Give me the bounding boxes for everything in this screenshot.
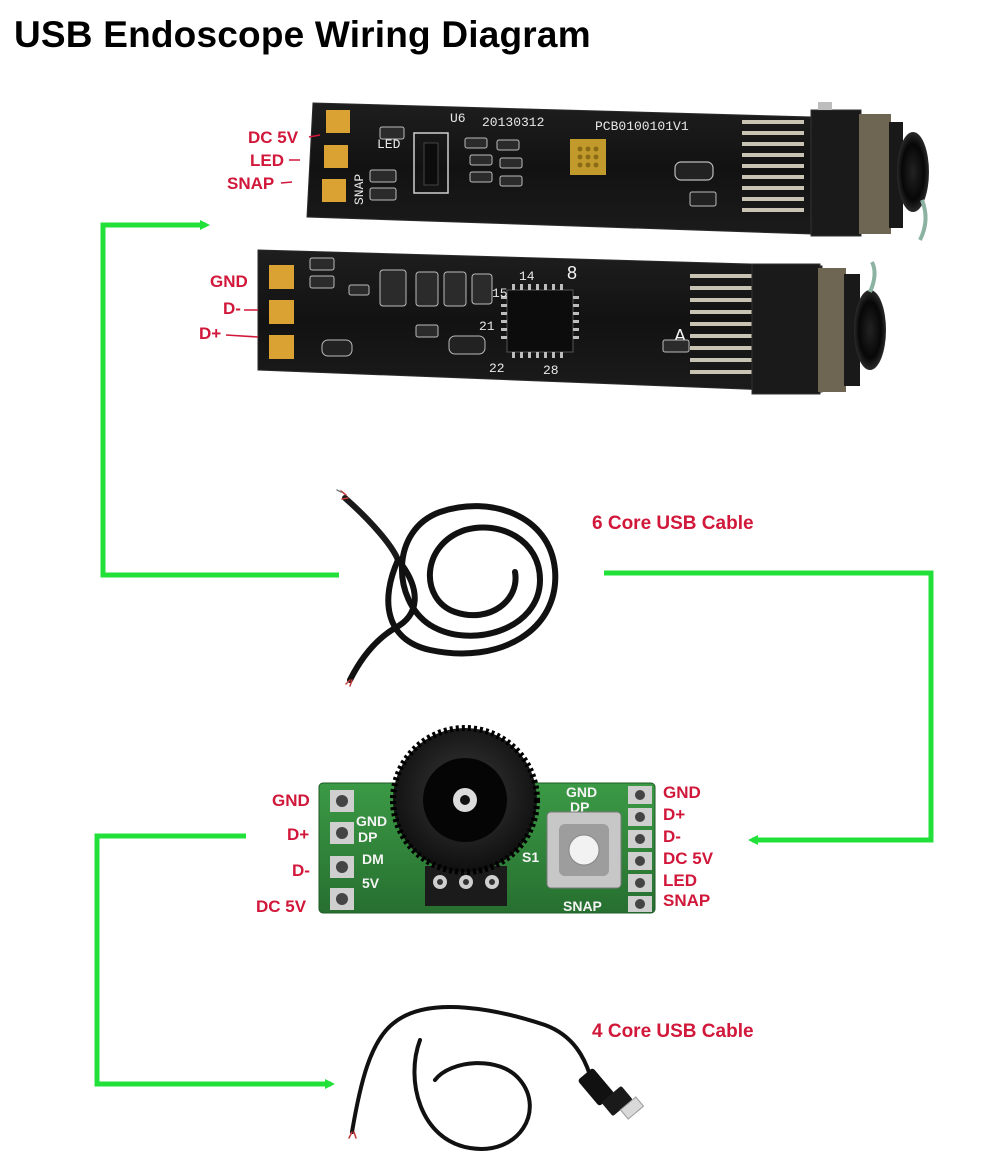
silk-led: LED <box>377 137 401 152</box>
pin-label-led: LED <box>250 151 284 170</box>
silk-15: 15 <box>492 286 508 301</box>
pad-led <box>324 145 348 168</box>
silk-28: 28 <box>543 363 559 378</box>
cable-4-label: 4 Core USB Cable <box>592 1021 754 1042</box>
usb-controller-chip <box>506 289 574 353</box>
board-right-gnd: GND <box>663 783 701 802</box>
silk-right-dp: DP <box>570 799 589 815</box>
pin-label-dc5v: DC 5V <box>248 128 299 147</box>
board-left-dplus: D+ <box>287 825 309 844</box>
silk-left-5v: 5V <box>362 875 380 891</box>
pad-gnd <box>269 265 294 289</box>
board-right-dc5v: DC 5V <box>663 849 714 868</box>
board-right-led: LED <box>663 871 697 890</box>
board-right-dminus: D- <box>663 827 681 846</box>
potentiometer-knob <box>390 725 540 906</box>
silk-date: 20130312 <box>482 115 544 130</box>
pad-dplus <box>269 335 294 359</box>
silk-left-dp: DP <box>358 829 377 845</box>
board-right-dplus: D+ <box>663 805 685 824</box>
connector-lines <box>94 220 934 1089</box>
silk-s1: S1 <box>522 849 539 865</box>
cable-6-label: 6 Core USB Cable <box>592 513 754 534</box>
pin-label-dminus: D- <box>223 299 241 318</box>
connector-board-to-cable4 <box>94 833 335 1089</box>
camera-module-bottom: 22 28 14 15 21 8 A <box>257 249 886 395</box>
silk-14: 14 <box>519 269 535 284</box>
pin-label-snap: SNAP <box>227 174 274 193</box>
silk-part: PCB0100101V1 <box>595 119 689 134</box>
snap-push-button <box>546 811 622 889</box>
camera-top-pin-labels: DC 5V LED SNAP <box>227 128 321 193</box>
camera-bottom-pin-labels: GND D- D+ <box>199 272 259 343</box>
pin-label-gnd: GND <box>210 272 248 291</box>
left-pin-pads <box>330 790 354 910</box>
silk-left-gnd: GND <box>356 813 387 829</box>
connector-cable6-to-camera <box>100 220 339 578</box>
silk-snap: SNAP <box>352 174 367 205</box>
connector-cable6-to-board <box>604 570 934 845</box>
pad-dminus <box>269 300 294 324</box>
page-title: USB Endoscope Wiring Diagram <box>14 14 591 55</box>
board-left-dminus: D- <box>292 861 310 880</box>
usb-plug <box>578 1068 645 1120</box>
board-right-snap: SNAP <box>663 891 710 910</box>
board-right-pin-labels: GND D+ D- DC 5V LED SNAP <box>663 783 714 910</box>
silk-left-dm: DM <box>362 851 384 867</box>
cable-6-core <box>336 489 559 687</box>
silk-u6: U6 <box>450 111 466 126</box>
board-left-dc5v: DC 5V <box>256 897 307 916</box>
pin-label-dplus: D+ <box>199 324 221 343</box>
control-board: GND DP DM 5V GND DP S1 SNAP <box>318 725 656 914</box>
silk-8: 8 <box>567 263 577 283</box>
silk-right-gnd: GND <box>566 784 597 800</box>
board-left-pin-labels: GND D+ D- DC 5V <box>256 791 310 916</box>
silk-snap: SNAP <box>563 898 602 914</box>
pad-dc5v <box>326 110 350 133</box>
camera-module-top: LED SNAP U6 20130312 PCB0100101V1 <box>306 102 929 241</box>
pad-snap <box>322 179 346 202</box>
board-left-gnd: GND <box>272 791 310 810</box>
cable-4-core <box>348 1005 645 1151</box>
silk-22: 22 <box>489 361 505 376</box>
right-pin-pads <box>628 786 652 912</box>
silk-21: 21 <box>479 319 495 334</box>
